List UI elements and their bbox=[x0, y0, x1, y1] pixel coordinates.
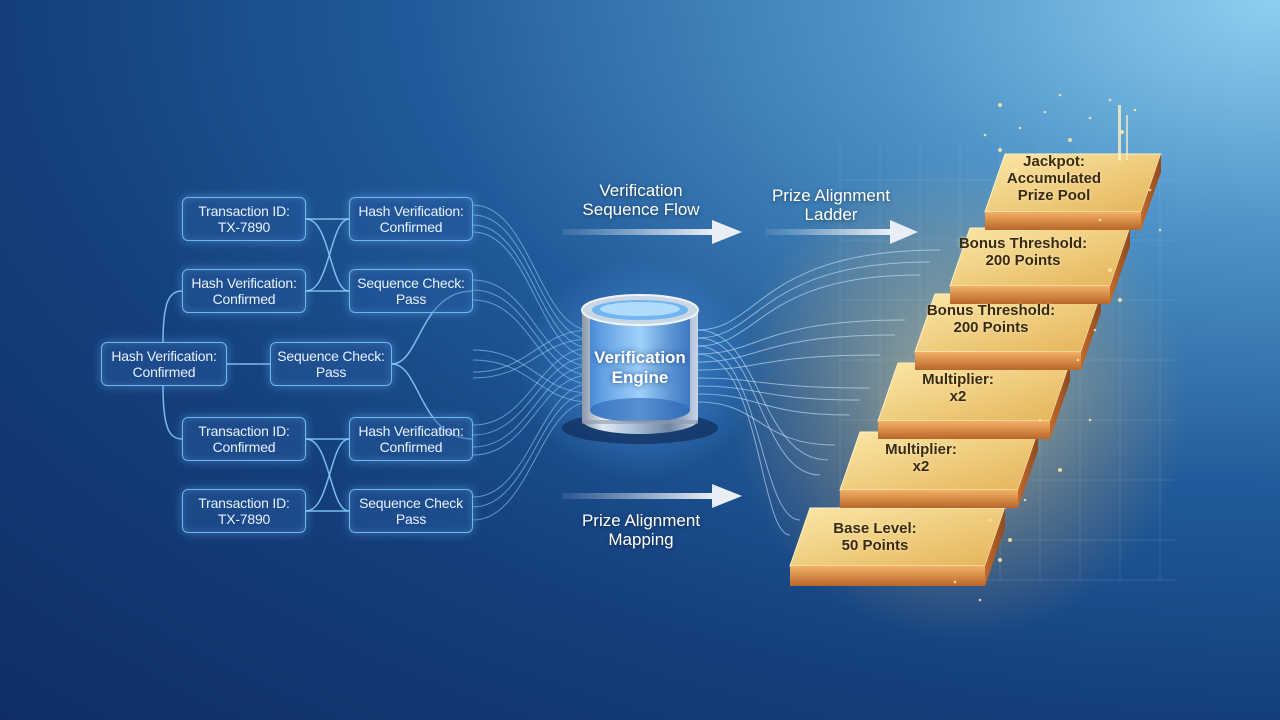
ladder-step-front bbox=[790, 566, 985, 586]
ladder-step-front bbox=[985, 212, 1141, 230]
connector-line bbox=[162, 290, 183, 343]
sparkle bbox=[998, 103, 1002, 107]
ladder-step-side bbox=[1141, 154, 1161, 230]
sparkle bbox=[1088, 116, 1092, 120]
sparkle bbox=[1023, 498, 1027, 502]
node-sequence-check: Sequence Check Pass bbox=[349, 489, 473, 533]
connector-line bbox=[305, 438, 350, 512]
connector-line bbox=[305, 218, 350, 292]
verification-sequence-flow-label: Verification Sequence Flow bbox=[582, 181, 700, 219]
sparkle bbox=[1013, 168, 1017, 172]
step-label-bonus-threshold: Bonus Threshold: 200 Points bbox=[958, 235, 1088, 269]
sparkle bbox=[1158, 228, 1162, 232]
ladder-step-front bbox=[915, 352, 1081, 370]
sparkle bbox=[1068, 138, 1072, 142]
node-transaction-id: Transaction ID: TX-7890 bbox=[182, 197, 306, 241]
prize-alignment-ladder-label: Prize Alignment Ladder bbox=[771, 186, 891, 224]
sparkle bbox=[1043, 110, 1047, 114]
sparkle bbox=[1118, 298, 1122, 302]
sparkle bbox=[1038, 418, 1042, 422]
sparkle bbox=[1058, 468, 1062, 472]
step-label-base-level: Base Level: 50 Points bbox=[833, 520, 917, 554]
sparkle bbox=[983, 133, 987, 137]
node-hash-verification: Hash Verification: Confirmed bbox=[182, 269, 306, 313]
node-sequence-check: Sequence Check: Pass bbox=[270, 342, 392, 386]
node-sequence-check: Sequence Check: Pass bbox=[349, 269, 473, 313]
ladder-step-front bbox=[950, 286, 1110, 304]
connector-line bbox=[305, 438, 350, 512]
verification-flow-arrow bbox=[562, 220, 742, 244]
step-label-multiplier: Multiplier: x2 bbox=[885, 441, 957, 475]
ladder-step-front bbox=[878, 421, 1050, 439]
prize-ladder bbox=[789, 153, 1162, 586]
node-transaction-id: Transaction ID: TX-7890 bbox=[182, 489, 306, 533]
ladder-step-side bbox=[985, 508, 1005, 586]
node-hash-verification: Hash Verification: Confirmed bbox=[349, 197, 473, 241]
sparkle bbox=[1076, 358, 1080, 362]
step-label-bonus-threshold: Bonus Threshold: 200 Points bbox=[926, 302, 1056, 336]
ladder-step-side bbox=[1110, 228, 1130, 304]
sparkle bbox=[953, 580, 957, 584]
ladder-step-side bbox=[1050, 363, 1070, 439]
sparkle bbox=[1118, 105, 1121, 160]
verification-engine bbox=[520, 260, 760, 480]
step-label-multiplier: Multiplier: x2 bbox=[922, 371, 994, 405]
sparkle bbox=[1108, 268, 1112, 272]
connector-line bbox=[391, 290, 474, 365]
sparkle bbox=[978, 598, 982, 602]
prize-ladder-arrow bbox=[765, 220, 918, 244]
connector-line bbox=[162, 385, 183, 440]
ladder-step-front bbox=[840, 490, 1018, 508]
node-connectors bbox=[162, 218, 474, 512]
node-hash-verification: Hash Verification: Confirmed bbox=[101, 342, 227, 386]
node-hash-verification: Hash Verification: Confirmed bbox=[349, 417, 473, 461]
sparkle bbox=[998, 148, 1002, 152]
sparkle bbox=[1008, 538, 1012, 542]
sparkle bbox=[1126, 115, 1128, 160]
prize-alignment-mapping-label: Prize Alignment Mapping bbox=[581, 511, 701, 549]
prize-mapping-arrow bbox=[562, 484, 742, 508]
connector-line bbox=[391, 363, 474, 440]
sparkle bbox=[1088, 418, 1092, 422]
sparkle bbox=[998, 558, 1002, 562]
sparkle bbox=[1108, 98, 1112, 102]
node-transaction-id: Transaction ID: Confirmed bbox=[182, 417, 306, 461]
sparkle bbox=[1133, 108, 1137, 112]
ladder-step-side bbox=[1018, 432, 1038, 508]
verification-engine-label: Verification Engine bbox=[594, 348, 686, 387]
sparkles bbox=[953, 93, 1162, 602]
sparkle bbox=[1093, 328, 1097, 332]
sparkle bbox=[1018, 126, 1022, 130]
ladder-step-side bbox=[1081, 294, 1101, 370]
sparkle bbox=[1058, 93, 1062, 97]
sparkle bbox=[1148, 188, 1152, 192]
sparkle bbox=[988, 518, 992, 522]
connector-line bbox=[305, 218, 350, 292]
step-label-jackpot: Jackpot: Accumulated Prize Pool bbox=[1006, 153, 1102, 204]
sparkle bbox=[1098, 218, 1102, 222]
